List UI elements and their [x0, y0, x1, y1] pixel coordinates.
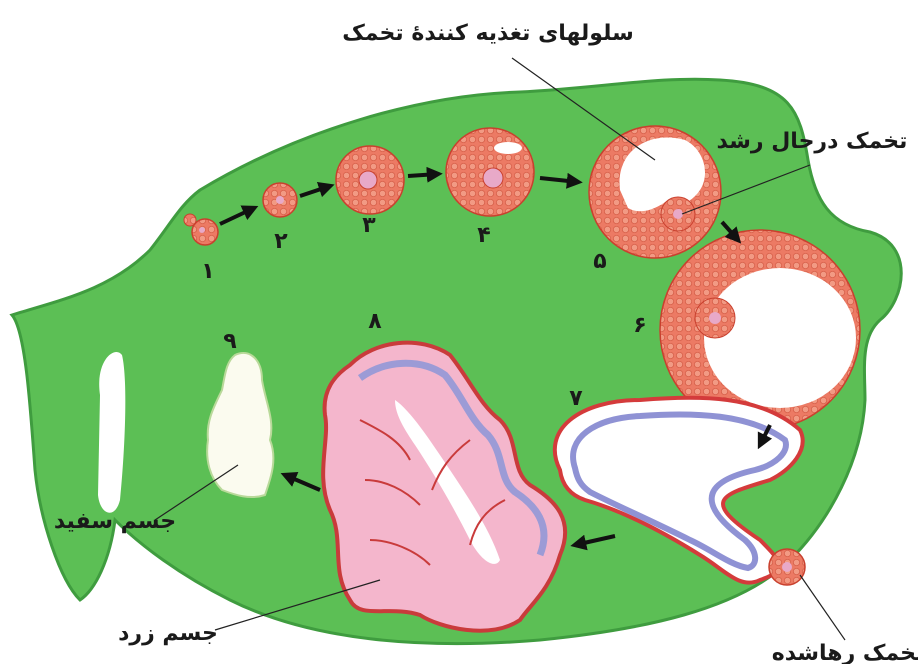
- stage-number-1: ۱: [201, 259, 214, 284]
- stage-number-3: ۳: [362, 213, 376, 238]
- released-egg: [769, 549, 805, 585]
- label-released-egg: تخمک رهاشده: [772, 641, 918, 664]
- follicle-stage-4: [446, 128, 534, 216]
- label-growing-egg: تخمک درحال رشد: [717, 129, 908, 154]
- follicle-stage-2: [263, 183, 297, 217]
- stage-number-2: ۲: [274, 229, 288, 254]
- stage-number-6: ۶: [633, 313, 646, 338]
- stage-number-5: ۵: [593, 249, 606, 274]
- leader-released-egg: [800, 575, 845, 640]
- stage-number-8: ۸: [368, 309, 382, 334]
- arrow-3-to-4: [408, 174, 438, 176]
- label-corpus-luteum: جسم زرد: [118, 621, 218, 646]
- stage-number-7: ۷: [569, 386, 583, 411]
- stage-number-9: ۹: [223, 329, 236, 354]
- label-corpus-albicans: جسم سفید: [54, 509, 176, 534]
- stage-number-4: ۴: [477, 223, 490, 248]
- label-nurse-cells: سلولهای تغذیه کنندۀ تخمک: [342, 21, 633, 46]
- follicle-stage-5: [589, 126, 721, 258]
- follicle-stage-3: [336, 146, 404, 214]
